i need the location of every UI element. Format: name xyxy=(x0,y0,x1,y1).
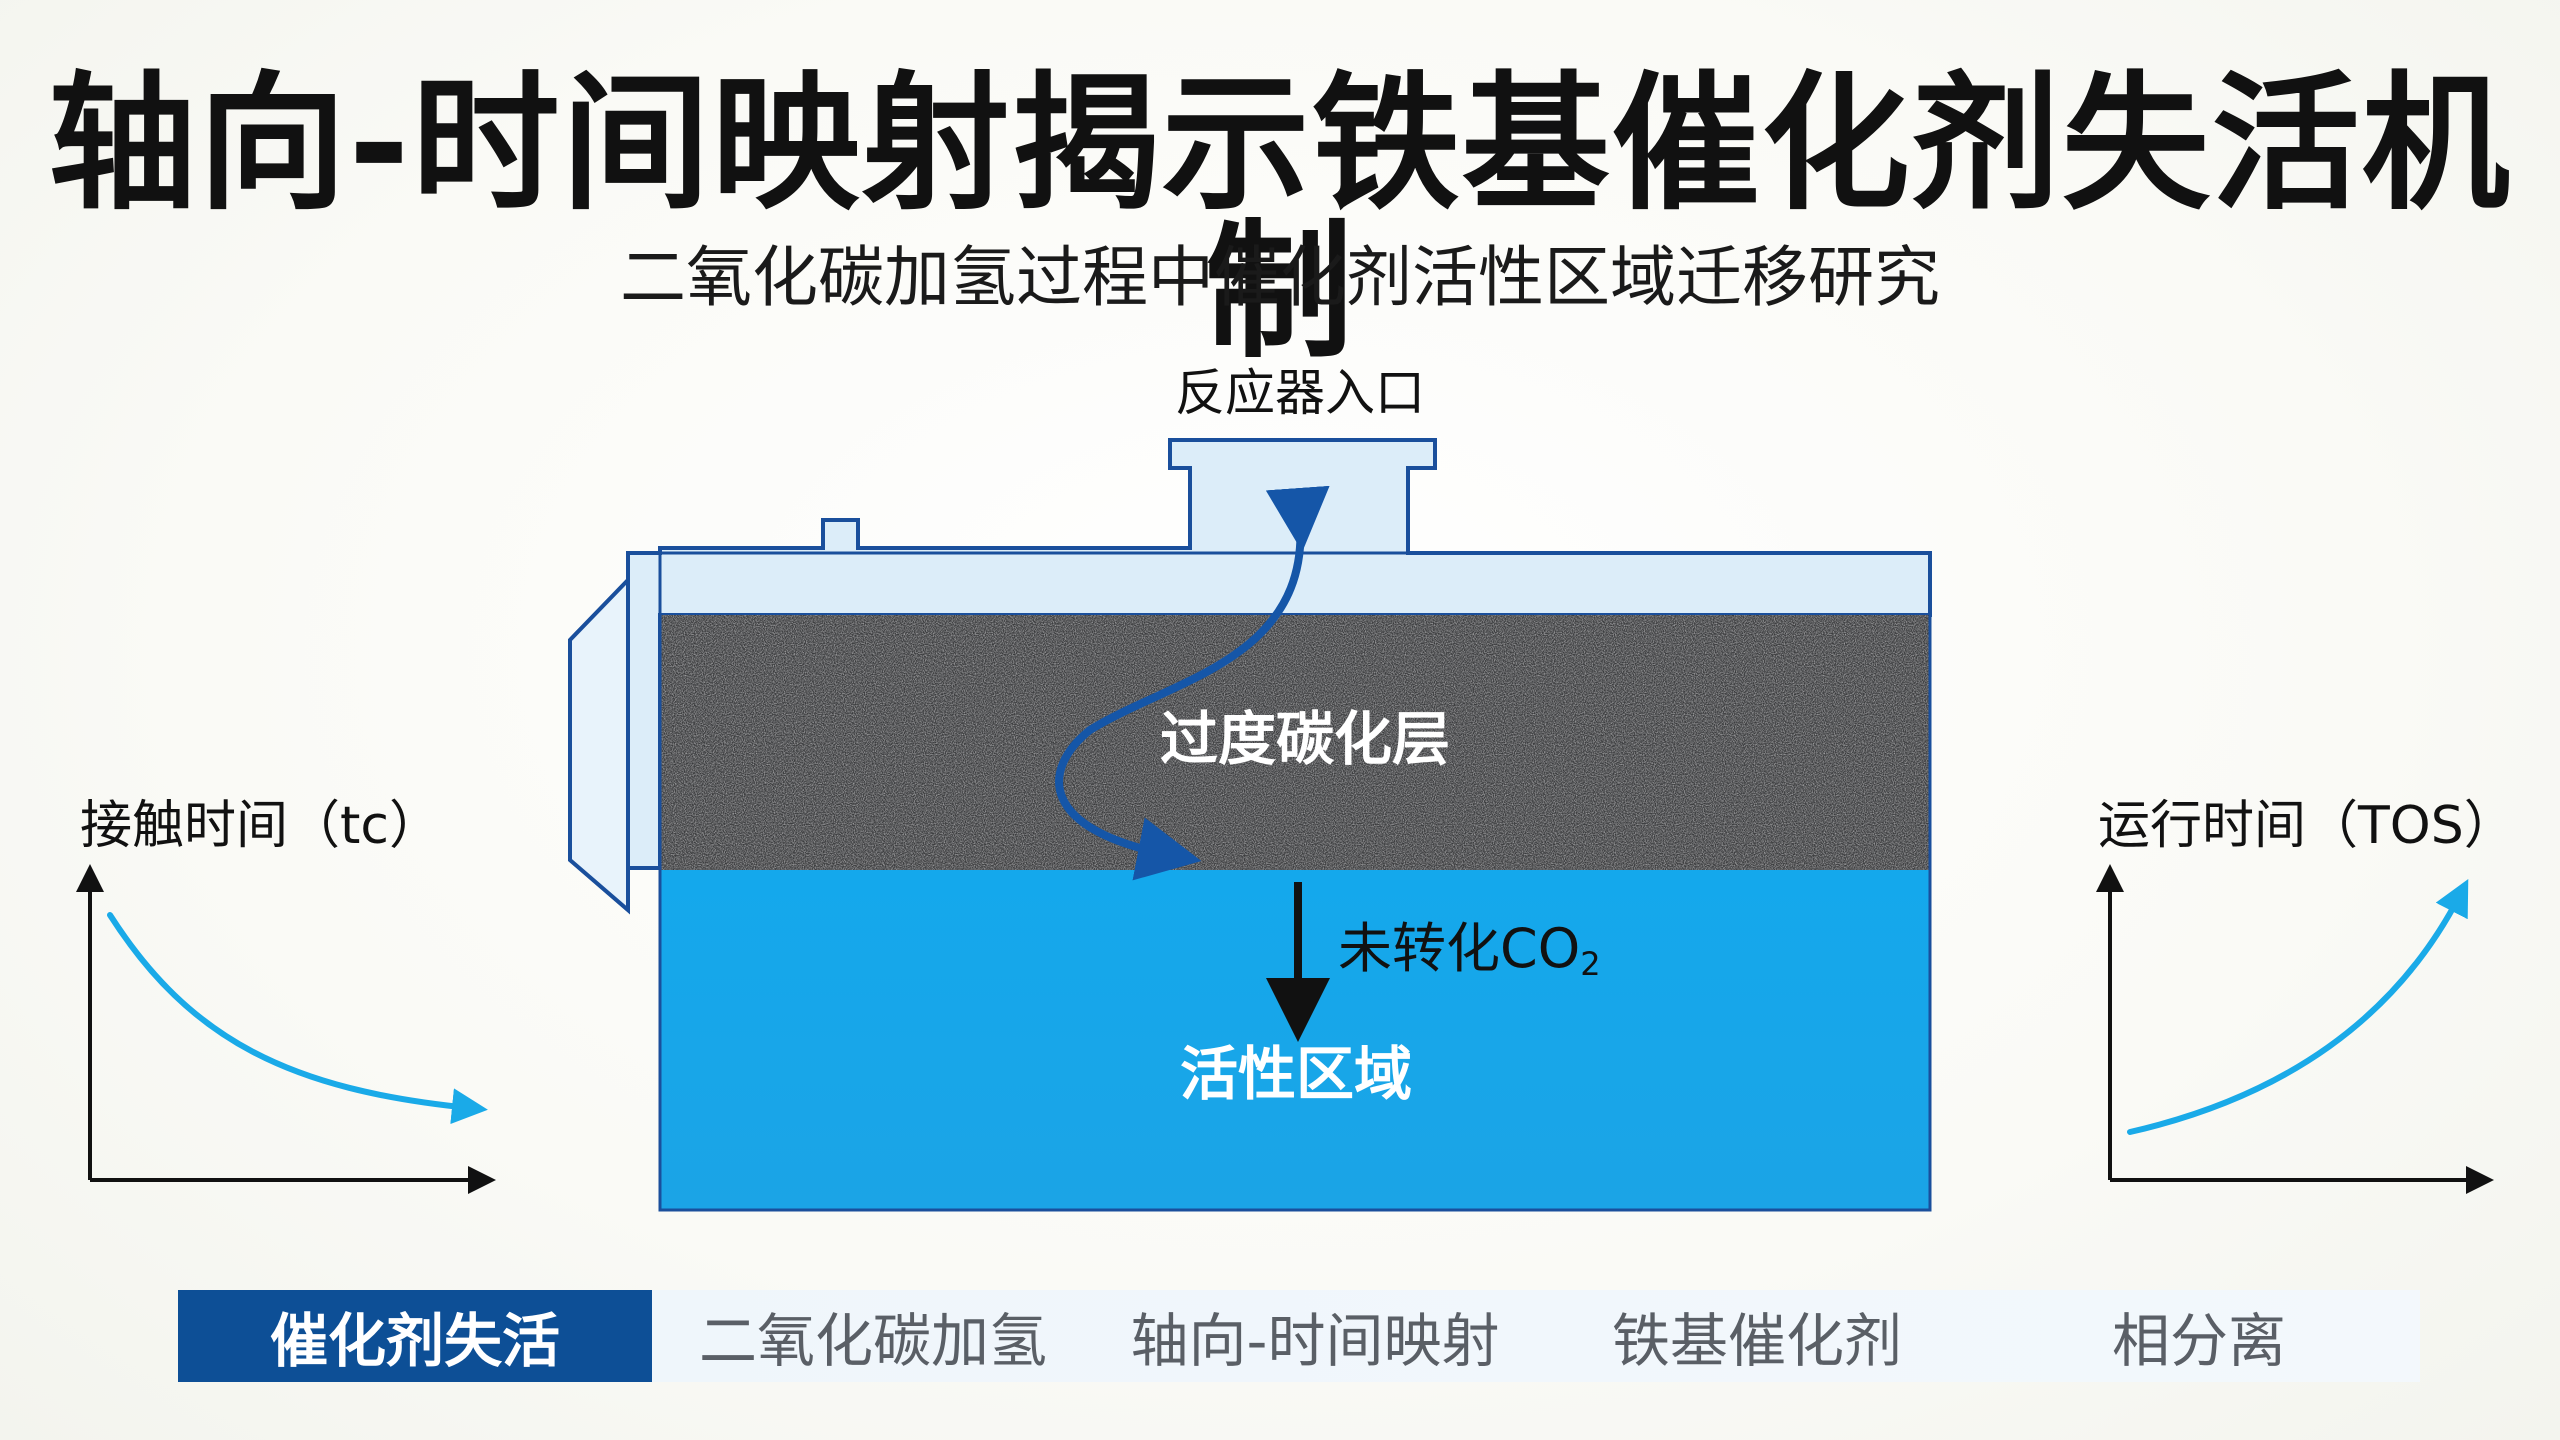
tag-axial-time-mapping[interactable]: 轴向-时间映射 xyxy=(1130,1307,1500,1375)
left-plot-curve xyxy=(107,912,488,1125)
right-plot-y-label: 运行时间（TOS） xyxy=(2098,796,2516,856)
tag-co2-hydrogenation[interactable]: 二氧化碳加氢 xyxy=(698,1307,1047,1375)
co2-subscript: 2 xyxy=(1580,945,1601,983)
page-title: 轴向-时间映射揭示铁基催化剂失活机制 xyxy=(48,58,2512,378)
carbonized-layer-label: 过度碳化层 xyxy=(1160,705,1451,773)
tag-phase-separation[interactable]: 相分离 xyxy=(2111,1307,2286,1375)
active-zone-label: 活性区域 xyxy=(1179,1040,1413,1108)
right-plot-curve xyxy=(2127,879,2469,1135)
flow-arrow xyxy=(1055,485,1330,881)
tag-catalyst-deactivation[interactable]: 催化剂失活 xyxy=(178,1290,652,1382)
reactor-inlet-label: 反应器入口 xyxy=(1175,364,1425,422)
reactor-left-cap xyxy=(568,575,630,915)
page-subtitle: 二氧化碳加氢过程中催化剂活性区域迁移研究 xyxy=(620,239,1940,316)
co2-label-text: 未转化CO xyxy=(1338,917,1581,980)
left-plot-y-label: 接触时间（tc） xyxy=(80,796,441,856)
unconverted-co2-label: 未转化CO2 xyxy=(1338,922,1601,983)
keyword-tag-bar: 催化剂失活 二氧化碳加氢 轴向-时间映射 铁基催化剂 相分离 xyxy=(178,1290,2420,1382)
tag-iron-catalyst[interactable]: 铁基催化剂 xyxy=(1611,1307,1902,1375)
